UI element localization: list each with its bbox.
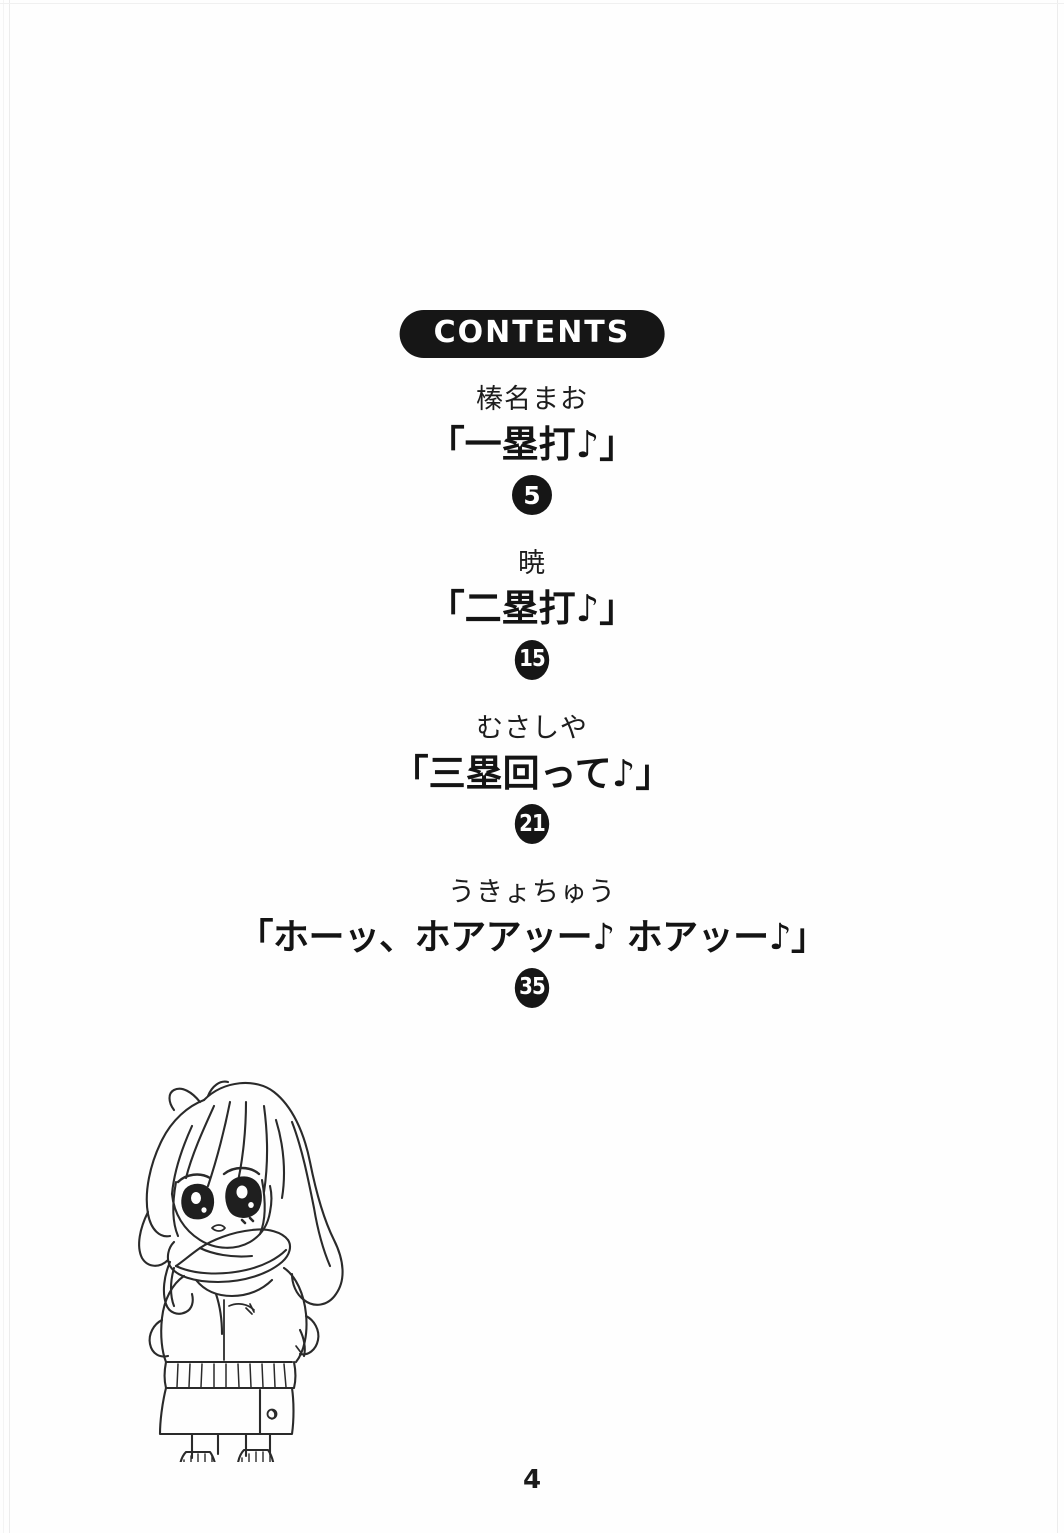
table-of-contents: 榛名まお 「一塁打♪」 5 暁 「二塁打♪」 15 むさしや 「三塁回って♪」 … <box>0 382 1064 1039</box>
page-number: 4 <box>522 1465 542 1495</box>
toc-title: 「ホーッ、ホアアッー♪ ホアッー♪」 <box>237 916 827 958</box>
toc-page-badge: 5 <box>512 475 552 516</box>
scan-edge-top <box>0 3 1064 4</box>
contents-heading-label: CONTENTS <box>433 315 631 350</box>
toc-entry[interactable]: むさしや 「三塁回って♪」 21 <box>0 711 1064 845</box>
toc-page-badge: 35 <box>514 967 550 1008</box>
toc-page-badge: 15 <box>514 639 550 680</box>
scan-edge-left-outer <box>3 0 4 1533</box>
toc-author: うきょちゅう <box>448 877 616 909</box>
toc-page-badge: 21 <box>514 804 550 845</box>
scan-edge-left <box>9 0 10 1533</box>
toc-entry[interactable]: 榛名まお 「一塁打♪」 5 <box>0 382 1064 516</box>
toc-entry[interactable]: 暁 「二塁打♪」 15 <box>0 546 1064 680</box>
contents-heading-pill: CONTENTS <box>399 310 665 358</box>
toc-author: 暁 <box>518 548 546 580</box>
toc-title: 「三塁回って♪」 <box>391 751 673 795</box>
scan-edge-right <box>1057 0 1058 1533</box>
toc-author: 榛名まお <box>476 384 588 415</box>
toc-title: 「二塁打♪」 <box>427 587 637 631</box>
toc-title: 「一塁打♪」 <box>427 422 637 466</box>
toc-author: むさしや <box>476 712 588 744</box>
chibi-girl-illustration <box>96 1062 366 1462</box>
toc-entry[interactable]: うきょちゅう 「ホーッ、ホアアッー♪ ホアッー♪」 35 <box>0 875 1064 1008</box>
